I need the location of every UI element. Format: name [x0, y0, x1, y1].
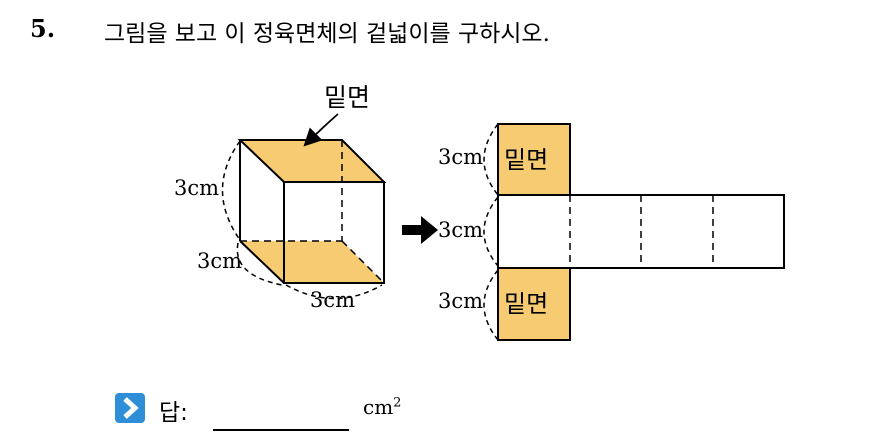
cube-front-face — [283, 181, 385, 284]
cube-net: 3cm 3cm 3cm 밑면 밑면 — [438, 123, 785, 341]
net-middle-edge-label: 3cm — [438, 218, 483, 242]
chevron-right-icon — [115, 393, 145, 423]
cube-drawing: 밑면 3cm 3cm 3cm — [174, 83, 387, 312]
cube-height-label: 3cm — [174, 176, 219, 200]
right-arrow-icon — [402, 216, 438, 244]
net-top-face — [497, 123, 571, 196]
net-top-face-label: 밑면 — [504, 146, 548, 174]
answer-input-line[interactable] — [213, 429, 349, 431]
answer-label: 답: — [159, 400, 188, 426]
base-callout-label: 밑면 — [324, 83, 370, 112]
question-text: 그림을 보고 이 정육면체의 겉넓이를 구하시오. — [104, 21, 550, 47]
net-bottom-face-label: 밑면 — [504, 290, 548, 318]
answer-unit: cm2 — [363, 395, 402, 419]
figure: 밑면 3cm 3cm 3cm 3cm 3cm 3cm 밑면 밑면 — [174, 83, 785, 341]
base-callout-arrow — [303, 113, 339, 147]
cube-depth-label: 3cm — [197, 249, 242, 273]
cube-top-face — [237, 139, 387, 183]
net-top-edge-label: 3cm — [438, 145, 483, 169]
net-bottom-edge-label: 3cm — [438, 289, 483, 313]
question-number: 5. — [30, 14, 56, 43]
cube-bottom-face — [240, 241, 384, 283]
cube-width-label: 3cm — [310, 288, 355, 312]
